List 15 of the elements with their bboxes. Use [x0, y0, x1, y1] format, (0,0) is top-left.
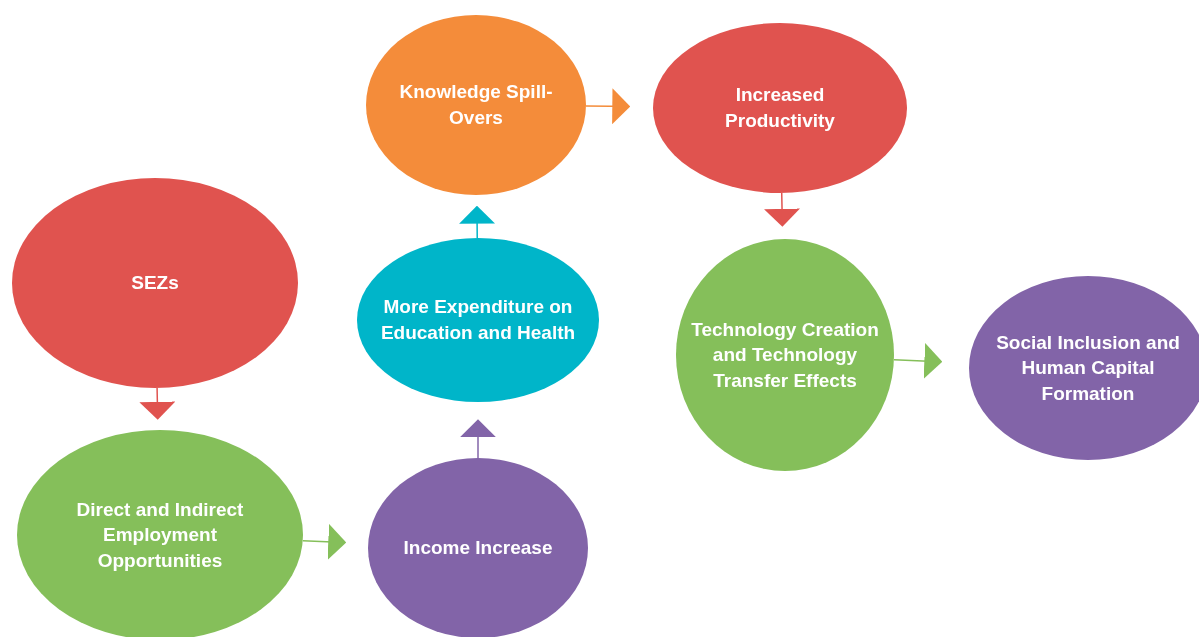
arrow: [893, 343, 943, 379]
node-label: Income Increase: [403, 536, 553, 561]
arrow: [460, 419, 496, 459]
arrow: [302, 523, 347, 560]
node-label: Knowledge Spill-Overs: [398, 80, 554, 130]
arrow: [459, 205, 496, 239]
arrow: [139, 387, 176, 420]
node-label: Technology Creation and Technology Transfer Effects: [690, 317, 880, 393]
node-label: Direct and Indirect Employment Opportunities: [75, 497, 245, 573]
node-label: Increased Productivity: [724, 83, 836, 133]
node-label: More Expenditure on Education and Health: [379, 295, 577, 345]
node-label: SEZs: [131, 271, 179, 296]
arrow: [764, 192, 801, 227]
node-label: Social Inclusion and Human Capital Formation: [995, 330, 1181, 406]
arrow: [585, 88, 631, 125]
